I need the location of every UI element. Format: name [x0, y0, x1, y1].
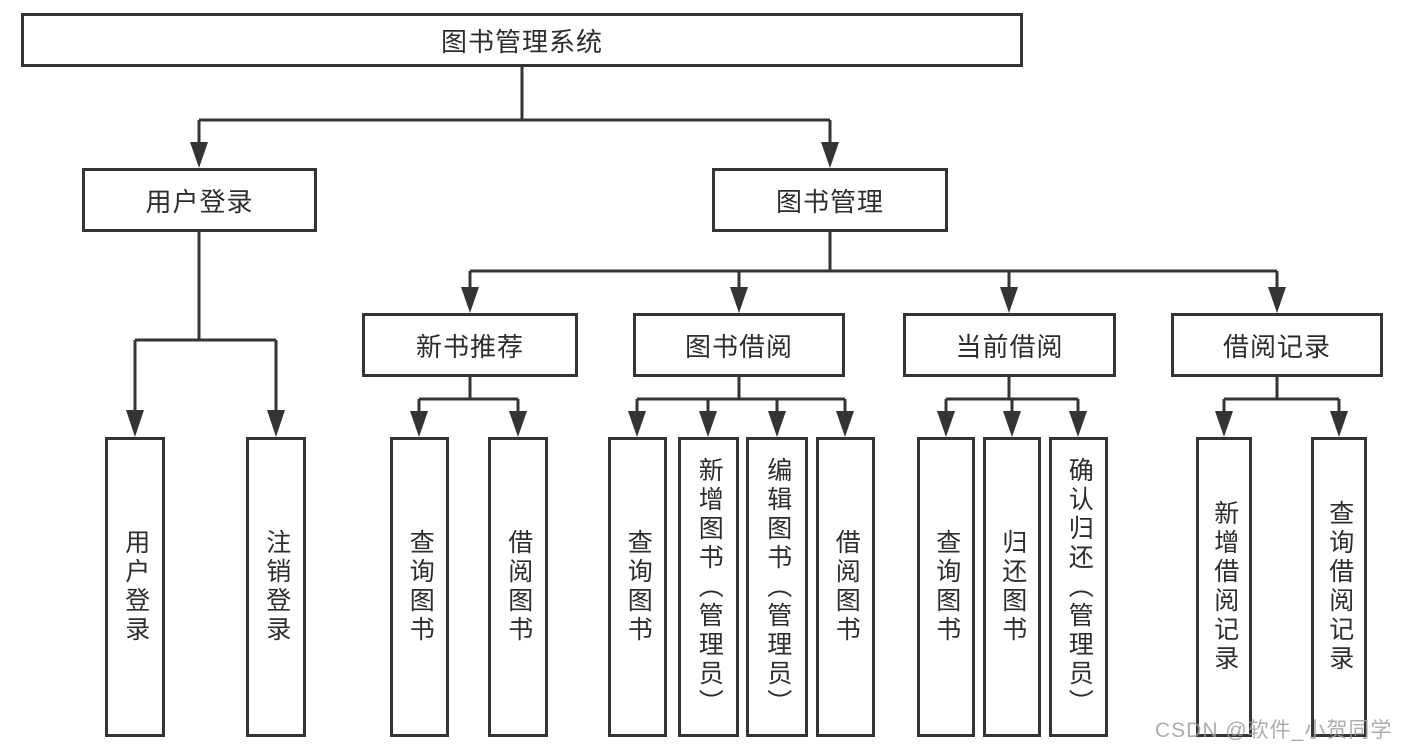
node-borrow-records-label: 借阅记录 [1222, 331, 1331, 362]
node-new-book-recommend-label: 新书推荐 [415, 331, 524, 362]
node-current-borrow: 当前借阅 [903, 313, 1116, 377]
leaf-return-book: 归还图书 [983, 437, 1041, 737]
leaf-confirm-return-admin: 确认归还（管理员） [1049, 437, 1108, 737]
node-book-mgmt: 图书管理 [712, 168, 948, 232]
connector-user-login-to-leaves [133, 232, 278, 413]
node-book-mgmt-label: 图书管理 [775, 186, 884, 217]
leaf-user-login: 用户登录 [105, 437, 165, 737]
leaf-borrow-book: 借阅图书 [816, 437, 875, 737]
leaf-recommend-query-book-label: 查询图书 [406, 529, 435, 645]
node-book-borrow: 图书借阅 [633, 313, 845, 377]
connector-current-borrow-to-leaves [944, 377, 1080, 413]
leaf-edit-book-admin: 编辑图书（管理员） [746, 437, 808, 737]
leaf-add-borrow-record: 新增借阅记录 [1196, 437, 1252, 737]
leaf-add-book-admin: 新增图书（管理员） [678, 437, 739, 737]
node-book-borrow-label: 图书借阅 [684, 331, 793, 362]
leaf-query-borrow-record: 查询借阅记录 [1311, 437, 1367, 737]
connector-book-mgmt-to-level3 [468, 232, 1279, 289]
connector-root-to-level2 [197, 67, 832, 144]
leaf-confirm-return-admin-label: 确认归还（管理员） [1065, 456, 1094, 718]
leaf-recommend-borrow-book-label: 借阅图书 [504, 529, 533, 645]
leaf-add-borrow-record-label: 新增借阅记录 [1210, 500, 1239, 674]
leaf-borrow-query-book-label: 查询图书 [624, 529, 653, 645]
node-user-login: 用户登录 [82, 168, 317, 232]
node-user-login-label: 用户登录 [145, 186, 254, 217]
leaf-borrow-book-label: 借阅图书 [832, 529, 861, 645]
node-current-borrow-label: 当前借阅 [955, 331, 1064, 362]
connector-book-borrow-to-leaves [635, 377, 847, 413]
leaf-logout-label: 注销登录 [262, 529, 291, 645]
leaf-query-borrow-record-label: 查询借阅记录 [1325, 500, 1354, 674]
leaf-edit-book-admin-label: 编辑图书（管理员） [763, 456, 792, 718]
connector-borrow-records-to-leaves [1222, 377, 1341, 413]
root-box-library-system: 图书管理系统 [21, 13, 1023, 67]
connector-new-book-recommend-to-leaves [417, 377, 520, 413]
root-label: 图书管理系统 [440, 26, 603, 57]
leaf-logout: 注销登录 [246, 437, 306, 737]
leaf-borrow-query-book: 查询图书 [608, 437, 667, 737]
leaf-recommend-borrow-book: 借阅图书 [488, 437, 548, 737]
leaf-recommend-query-book: 查询图书 [390, 437, 449, 737]
node-new-book-recommend: 新书推荐 [362, 313, 578, 377]
leaf-add-book-admin-label: 新增图书（管理员） [695, 456, 724, 718]
leaf-return-book-label: 归还图书 [998, 529, 1027, 645]
leaf-user-login-label: 用户登录 [121, 529, 150, 645]
leaf-current-query-book: 查询图书 [917, 437, 975, 737]
watermark: CSDN @软件_小贺同学 [1155, 719, 1393, 742]
node-borrow-records: 借阅记录 [1171, 313, 1383, 377]
leaf-current-query-book-label: 查询图书 [932, 529, 961, 645]
